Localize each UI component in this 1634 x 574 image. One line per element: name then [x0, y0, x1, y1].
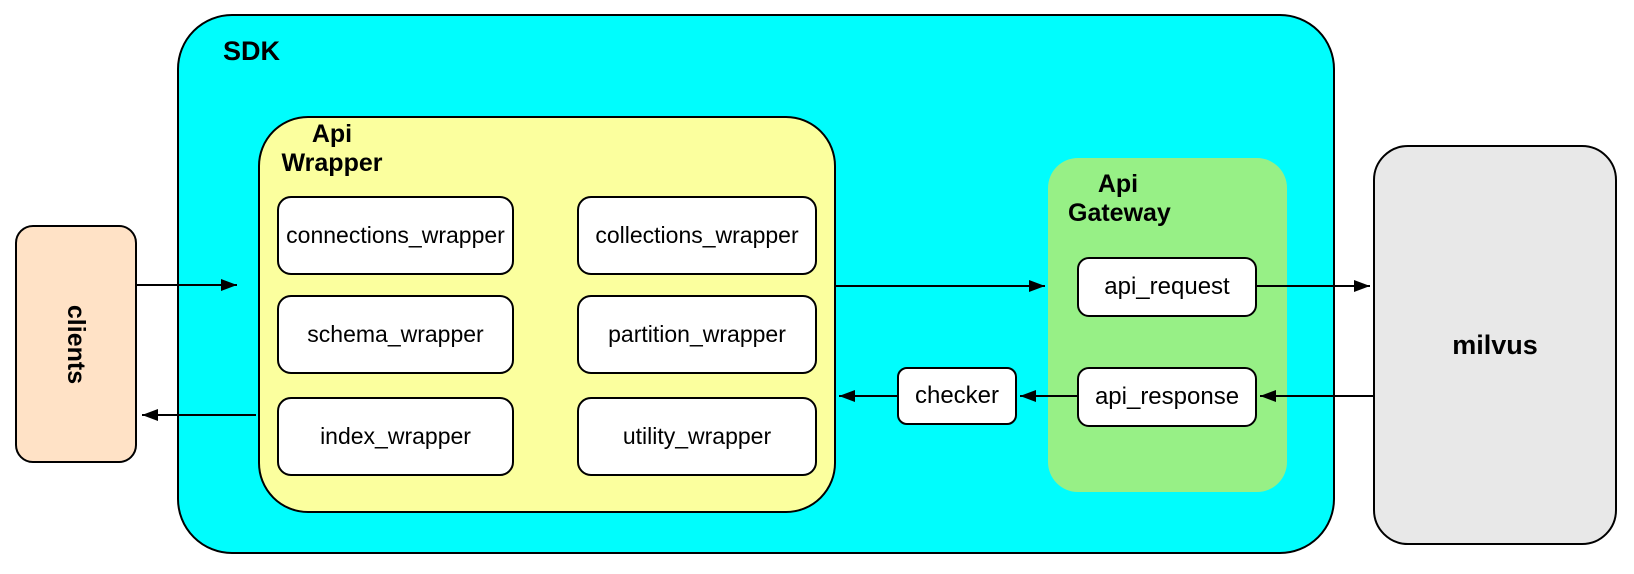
node-partition-wrapper: partition_wrapper [577, 295, 817, 374]
api-gateway-label: Api Gateway [1068, 170, 1171, 227]
node-api-request: api_request [1077, 257, 1257, 317]
node-api-response: api_response [1077, 367, 1257, 427]
api-gateway-container [1048, 158, 1287, 492]
sdk-label: SDK [223, 36, 281, 66]
node-utility-wrapper: utility_wrapper [577, 397, 817, 476]
clients-label: clients [62, 304, 91, 384]
node-collections-wrapper: collections_wrapper [577, 196, 817, 275]
node-schema-wrapper: schema_wrapper [277, 295, 514, 374]
milvus-label: milvus [1452, 329, 1538, 360]
node-checker: checker [897, 367, 1017, 425]
node-connections-wrapper: connections_wrapper [277, 196, 514, 275]
milvus-node: milvus [1373, 145, 1617, 545]
clients-node: clients [15, 225, 137, 463]
node-index-wrapper: index_wrapper [277, 397, 514, 476]
api-wrapper-label: Api Wrapper [281, 120, 383, 177]
